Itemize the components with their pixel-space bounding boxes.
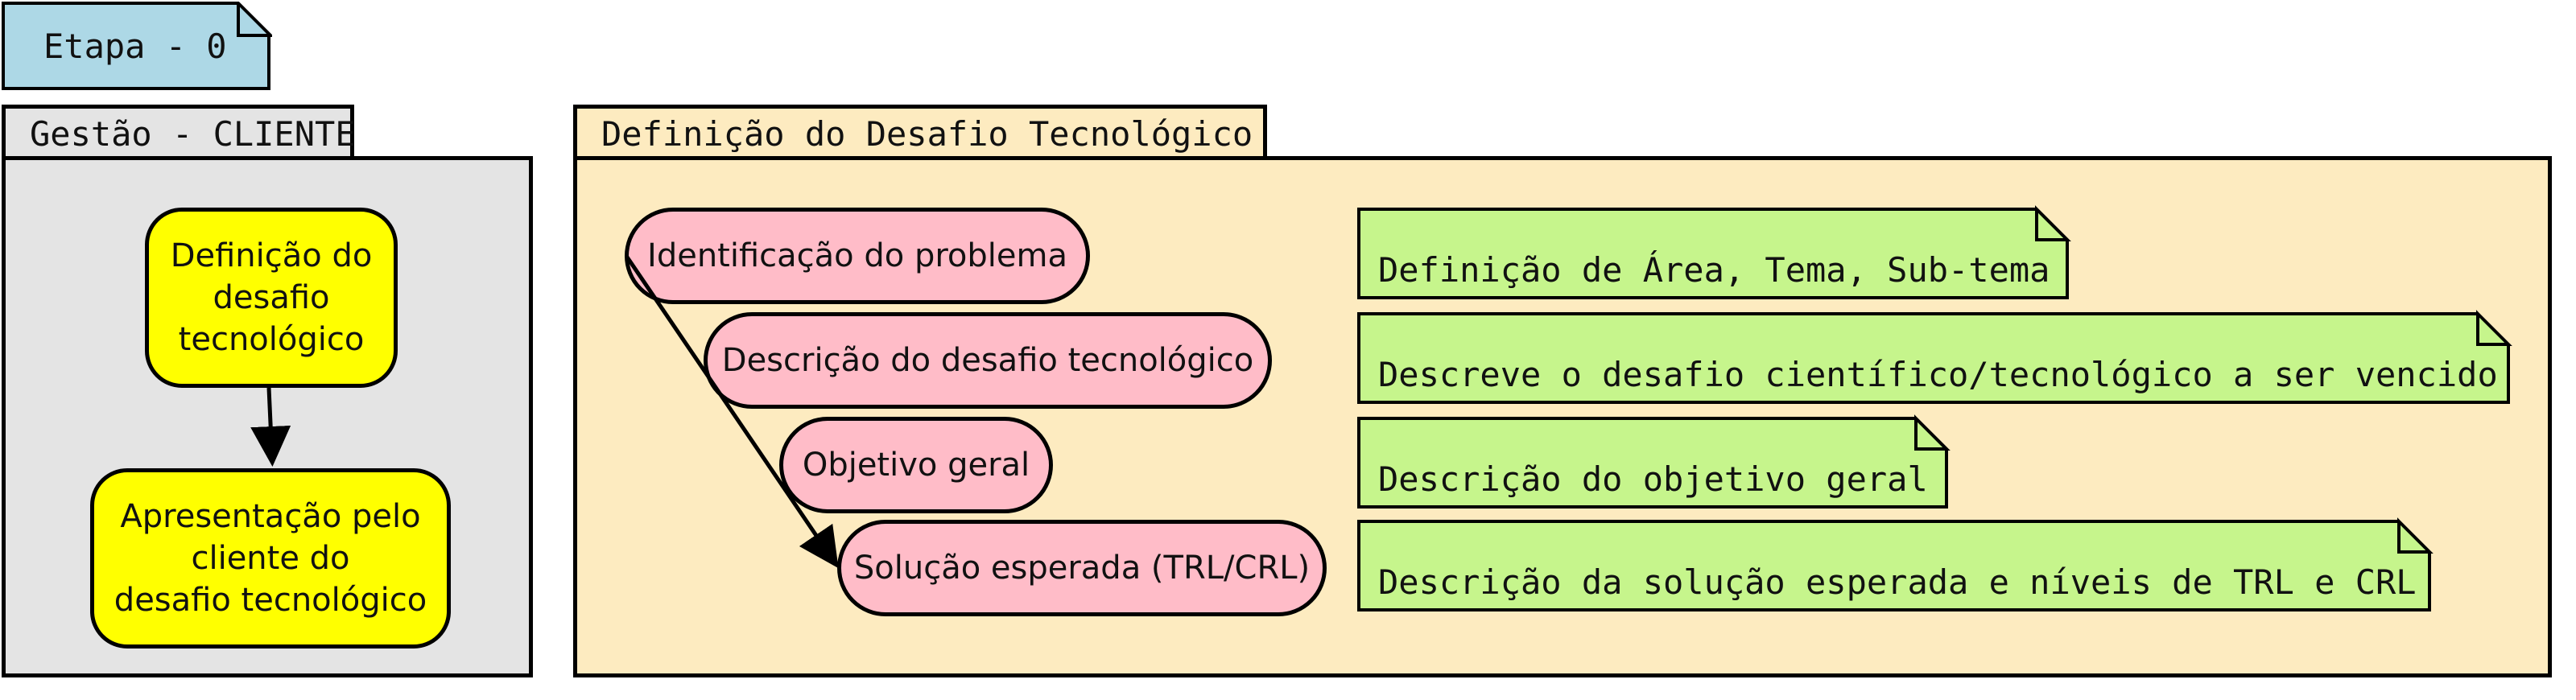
note-challenge-text: Descreve o desafio científico/tecnológic… <box>1378 355 2498 394</box>
client-box-presentation-line3: desafio tecnológico <box>114 582 427 619</box>
client-box-presentation: Apresentação pelo cliente do desafio tec… <box>90 468 451 649</box>
step-identification-label: Identificação do problema <box>647 237 1067 274</box>
note-solution-text: Descrição da solução esperada e níveis d… <box>1378 562 2417 602</box>
client-box-definition-line1: Definição do <box>170 237 373 274</box>
client-lane-title: Gestão - CLIENTE <box>30 114 356 154</box>
step-general-objective: Objetivo geral <box>779 417 1053 513</box>
step-challenge-description-label: Descrição do desafio tecnológico <box>721 342 1254 379</box>
note-objective: Descrição do objetivo geral <box>1357 417 1948 509</box>
client-box-definition-line3: tecnológico <box>178 321 365 358</box>
note-challenge: Descreve o desafio científico/tecnológic… <box>1357 312 2510 404</box>
stage-note-fold <box>237 2 272 37</box>
client-box-presentation-line2: cliente do <box>191 540 350 577</box>
client-box-definition: Definição do desafio tecnológico <box>145 208 398 388</box>
client-box-presentation-line1: Apresentação pelo <box>120 498 421 535</box>
steps-flow-arrow <box>624 254 839 569</box>
step-expected-solution: Solução esperada (TRL/CRL) <box>837 520 1327 616</box>
note-area-theme: Definição de Área, Tema, Sub-tema <box>1357 208 2069 299</box>
step-challenge-description: Descrição do desafio tecnológico <box>704 312 1272 409</box>
step-expected-solution-label: Solução esperada (TRL/CRL) <box>853 550 1311 587</box>
note-area-theme-text: Definição de Área, Tema, Sub-tema <box>1378 250 2050 290</box>
stage-note: Etapa - 0 <box>2 2 270 90</box>
note-solution: Descrição da solução esperada e níveis d… <box>1357 520 2431 611</box>
challenge-lane-title: Definição do Desafio Tecnológico <box>601 114 1253 154</box>
client-lane-tab: Gestão - CLIENTE <box>2 105 356 159</box>
client-flow-arrow <box>250 387 291 467</box>
challenge-lane-tab: Definição do Desafio Tecnológico <box>573 105 1267 159</box>
stage-label: Etapa - 0 <box>43 26 227 66</box>
step-identification: Identificação do problema <box>625 208 1090 304</box>
note-objective-text: Descrição do objetivo geral <box>1378 459 1928 499</box>
step-general-objective-label: Objetivo geral <box>802 447 1030 484</box>
note-fold-icons <box>1914 205 2512 554</box>
client-box-definition-line2: desafio <box>213 279 330 316</box>
